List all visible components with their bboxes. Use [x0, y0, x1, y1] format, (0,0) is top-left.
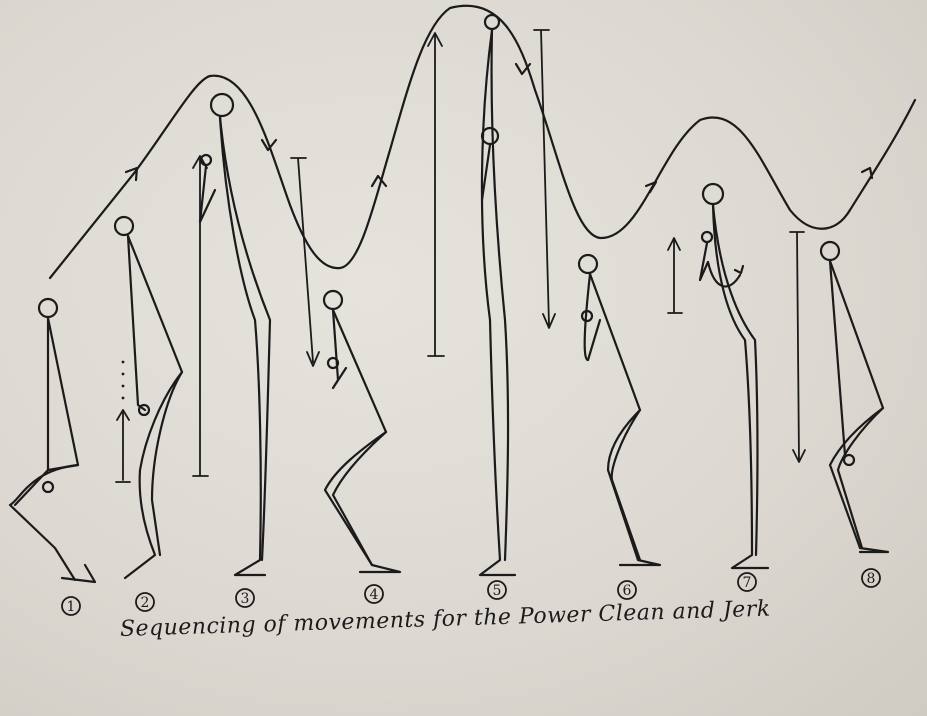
phase-label-3-text: 3 — [241, 591, 250, 607]
curve-arrow-5 — [644, 180, 658, 194]
figure-phase-5 — [478, 13, 517, 577]
phase-label-6: 6 — [617, 580, 637, 600]
figure-phase-3 — [198, 92, 272, 577]
phase-label-8: 8 — [861, 568, 881, 588]
figure-phase-1 — [8, 297, 97, 584]
figure-phase-2 — [113, 215, 184, 580]
phase-label-2: 2 — [135, 592, 155, 612]
figure-phase-8 — [819, 240, 890, 554]
phase-label-8-text: 8 — [867, 571, 876, 587]
phase-label-4: 4 — [364, 584, 384, 604]
phase-label-1: 1 — [61, 596, 81, 616]
phase-label-7-text: 7 — [743, 575, 752, 591]
phase-label-3: 3 — [235, 588, 255, 608]
phase-label-1-text: 1 — [67, 599, 76, 615]
curve-arrow-1 — [124, 166, 139, 182]
phase-label-2-text: 2 — [141, 595, 150, 611]
curve-arrow-4 — [514, 62, 532, 76]
bar-path-curve — [48, 4, 917, 280]
curve-arrow-2 — [260, 138, 278, 152]
figure-phase-7 — [698, 182, 770, 570]
phase-label-5: 5 — [487, 580, 507, 600]
phase-label-4-text: 4 — [370, 587, 379, 603]
curve-arrow-6 — [860, 166, 874, 180]
figure-phase-4 — [322, 289, 402, 574]
phase-label-7: 7 — [737, 572, 757, 592]
curve-arrow-3 — [370, 174, 388, 188]
phase-label-6-text: 6 — [623, 583, 632, 599]
figure-phase-6 — [577, 253, 662, 567]
phase-label-5-text: 5 — [493, 583, 502, 599]
vertical-arrows — [115, 29, 806, 483]
